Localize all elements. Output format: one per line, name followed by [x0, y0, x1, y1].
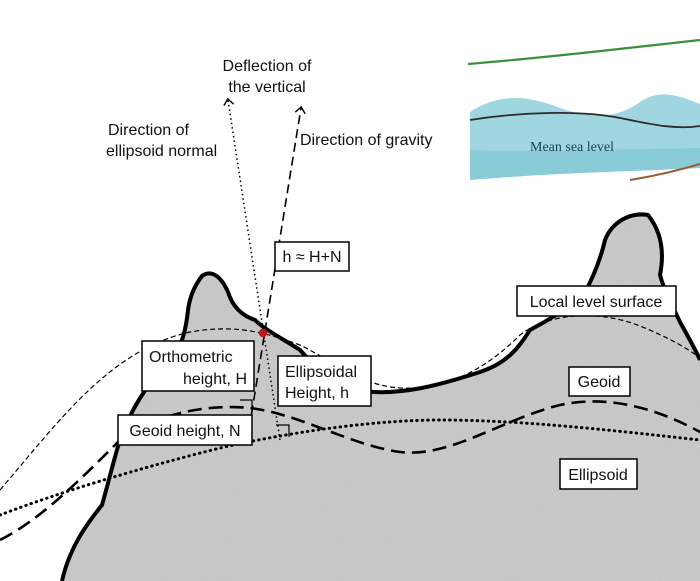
inset-sea-shade	[470, 148, 700, 180]
surface-point	[258, 328, 268, 338]
ellipsoid-normal-label-line2: ellipsoid normal	[106, 143, 217, 160]
ellipsoidal-height-line1: Ellipsoidal	[285, 364, 357, 381]
geoid-box: Geoid	[568, 366, 631, 397]
h-formula-box: h ≈ H+N	[274, 241, 350, 272]
gravity-label: Direction of gravity	[300, 132, 433, 149]
terrain	[62, 214, 700, 581]
ellipsoidal-height-box: Ellipsoidal Height, h	[277, 355, 372, 407]
inset-brown-line	[629, 163, 700, 181]
local-level-surface-box: Local level surface	[516, 285, 677, 317]
inset-dark-line	[469, 112, 700, 129]
local-level-surface-curve	[0, 314, 700, 491]
ellipsoidal-height-line2: Height, h	[285, 385, 349, 402]
right-angle-marker-geoid	[240, 399, 253, 412]
ellipsoid-normal-line	[223, 97, 281, 441]
right-angle-marker-ellipsoid	[276, 424, 290, 437]
ellipsoid-curve	[0, 418, 700, 517]
inset-sea-label: Mean sea level	[530, 140, 614, 155]
local-level-surface-text: Local level surface	[530, 294, 663, 311]
h-formula-text: h ≈ H+N	[282, 249, 341, 266]
mean-sea-level-inset: Mean sea level	[466, 15, 700, 183]
geoid-text: Geoid	[578, 374, 621, 391]
orthometric-height-line1: Orthometric	[149, 349, 233, 366]
deflection-label-line2: the vertical	[228, 79, 305, 96]
deflection-label-line1: Deflection of	[223, 58, 312, 75]
inset-green-line	[467, 38, 700, 66]
geoid-height-box: Geoid height, N	[117, 414, 253, 446]
ellipsoid-box: Ellipsoid	[559, 458, 638, 490]
ellipsoid-normal-label-line1: Direction of	[108, 122, 189, 139]
gravity-direction-line	[246, 105, 306, 443]
geoid-curve	[0, 400, 700, 542]
geoid-height-text: Geoid height, N	[129, 423, 240, 440]
orthometric-height-box: Orthometric height, H	[141, 340, 255, 392]
orthometric-height-line2: height, H	[183, 371, 247, 388]
ellipsoid-text: Ellipsoid	[568, 467, 628, 484]
